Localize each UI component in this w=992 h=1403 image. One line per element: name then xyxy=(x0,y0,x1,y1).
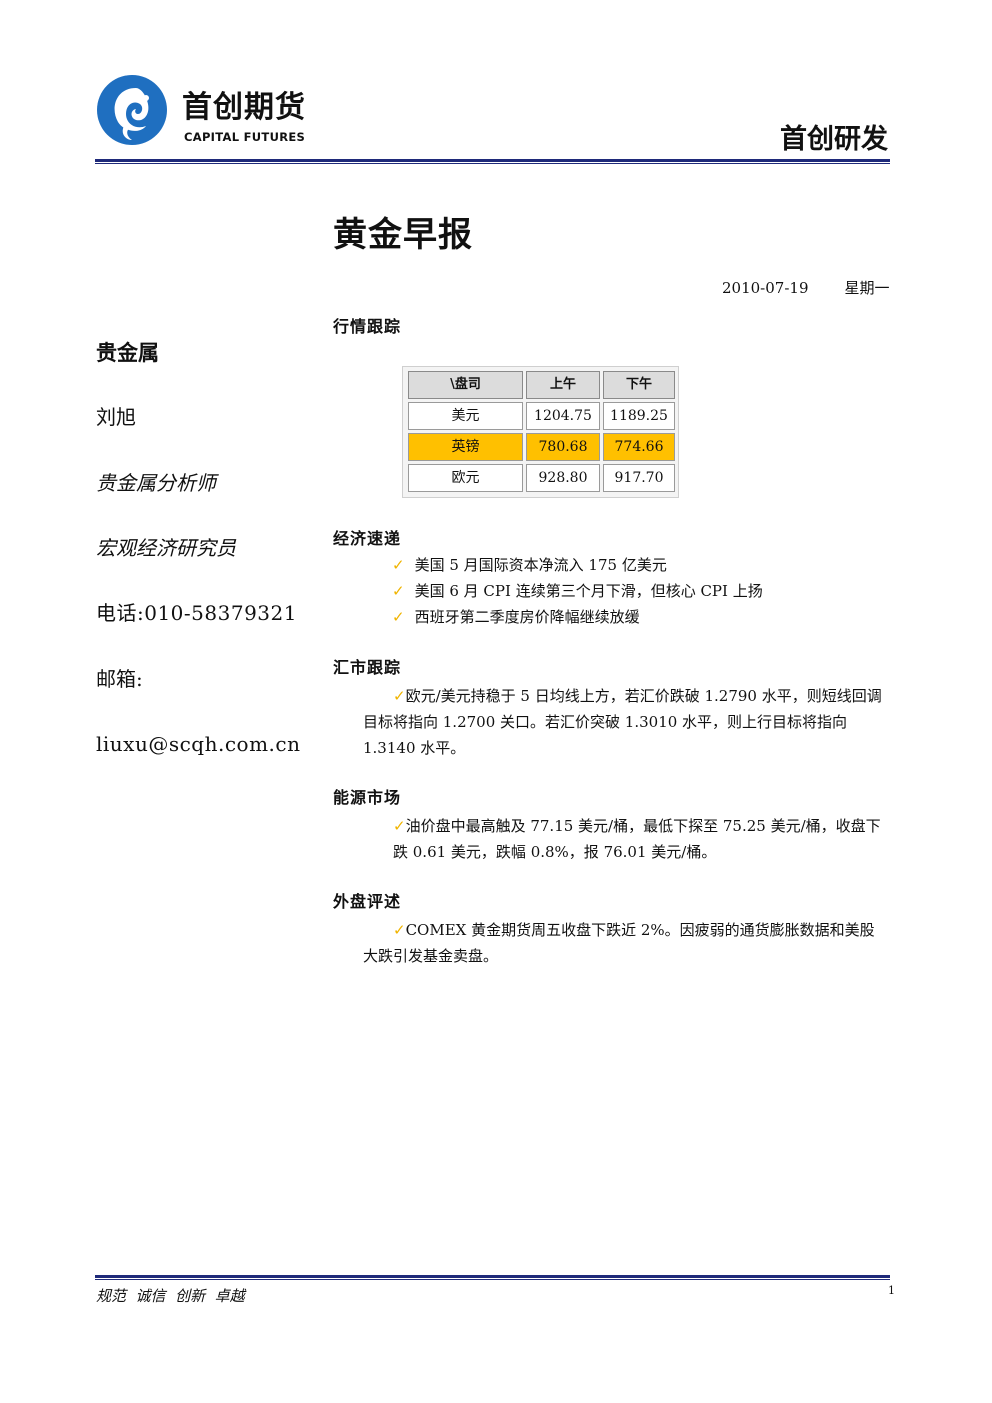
price-table: \盘司 上午 下午 美元 1204.75 1189.25 英镑 780.68 7… xyxy=(402,366,679,498)
checkmark-icon: ✓ xyxy=(392,582,405,600)
checkmark-icon: ✓ xyxy=(393,687,406,705)
fx-text: 欧元/美元持稳于 5 日均线上方，若汇价跌破 1.2790 水平，则短线回调目标… xyxy=(363,687,882,757)
section-heading-fx: 汇市跟踪 xyxy=(333,658,402,677)
sidebar-category: 贵金属 xyxy=(96,340,159,365)
list-item-text: 美国 6 月 CPI 连续第三个月下滑，但核心 CPI 上扬 xyxy=(414,582,763,600)
analyst-name: 刘旭 xyxy=(96,405,136,429)
list-item-text: 美国 5 月国际资本净流入 175 亿美元 xyxy=(414,556,667,574)
weekday-value: 星期一 xyxy=(844,279,890,297)
table-cell: 1189.25 xyxy=(603,402,675,430)
analyst-role-1: 贵金属分析师 xyxy=(96,471,216,495)
list-item: ✓ 美国 5 月国际资本净流入 175 亿美元 xyxy=(392,555,667,575)
checkmark-icon: ✓ xyxy=(392,608,405,626)
email-label: 邮箱: xyxy=(96,667,143,691)
footer-motto: 规范 诚信 创新 卓越 xyxy=(96,1287,245,1305)
checkmark-icon: ✓ xyxy=(392,556,405,574)
table-cell: 1204.75 xyxy=(526,402,600,430)
section-heading-market: 行情跟踪 xyxy=(333,317,402,336)
header-divider-thin xyxy=(95,163,890,164)
table-header-cell: 下午 xyxy=(603,371,675,399)
foreign-paragraph: ✓COMEX 黄金期货周五收盘下跌近 2%。因疲弱的通货膨胀数据和美股大跌引发基… xyxy=(363,917,883,969)
footer-divider-thin xyxy=(95,1279,890,1280)
logo-text-en: CAPITAL FUTURES xyxy=(184,130,306,144)
document-date: 2010-07-19 星期一 xyxy=(722,278,890,298)
table-cell: 917.70 xyxy=(603,464,675,492)
table-header-cell: \盘司 xyxy=(408,371,523,399)
logo-text-cn: 首创期货 xyxy=(182,90,306,125)
document-title: 黄金早报 xyxy=(333,215,473,255)
foreign-text: COMEX 黄金期货周五收盘下跌近 2%。因疲弱的通货膨胀数据和美股大跌引发基金… xyxy=(363,921,875,965)
list-item-text: 西班牙第二季度房价降幅继续放缓 xyxy=(414,608,640,626)
logo-icon xyxy=(96,74,168,146)
checkmark-icon: ✓ xyxy=(393,921,406,939)
table-cell-highlighted: 780.68 xyxy=(526,433,600,461)
checkmark-icon: ✓ xyxy=(393,817,406,835)
table-cell: 欧元 xyxy=(408,464,523,492)
section-heading-econ: 经济速递 xyxy=(333,529,402,548)
page-number: 1 xyxy=(888,1284,895,1297)
analyst-phone: 电话:010-58379321 xyxy=(96,601,297,625)
date-value: 2010-07-19 xyxy=(722,279,809,297)
header-divider xyxy=(95,159,890,162)
department-label: 首创研发 xyxy=(780,124,888,155)
energy-text: 油价盘中最高触及 77.15 美元/桶，最低下探至 75.25 美元/桶，收盘下… xyxy=(393,817,881,861)
fx-paragraph: ✓欧元/美元持稳于 5 日均线上方，若汇价跌破 1.2790 水平，则短线回调目… xyxy=(363,683,883,761)
table-cell-highlighted: 774.66 xyxy=(603,433,675,461)
list-item: ✓ 西班牙第二季度房价降幅继续放缓 xyxy=(392,607,640,627)
table-header-cell: 上午 xyxy=(526,371,600,399)
table-cell-highlighted: 英镑 xyxy=(408,433,523,461)
analyst-email[interactable]: liuxu@scqh.com.cn xyxy=(96,732,301,756)
list-item: ✓ 美国 6 月 CPI 连续第三个月下滑，但核心 CPI 上扬 xyxy=(392,581,763,601)
section-heading-energy: 能源市场 xyxy=(333,788,402,807)
footer-divider xyxy=(95,1275,890,1278)
analyst-role-2: 宏观经济研究员 xyxy=(96,536,236,560)
section-heading-foreign: 外盘评述 xyxy=(333,892,402,911)
table-cell: 美元 xyxy=(408,402,523,430)
energy-paragraph: ✓油价盘中最高触及 77.15 美元/桶，最低下探至 75.25 美元/桶，收盘… xyxy=(393,813,883,865)
table-cell: 928.80 xyxy=(526,464,600,492)
